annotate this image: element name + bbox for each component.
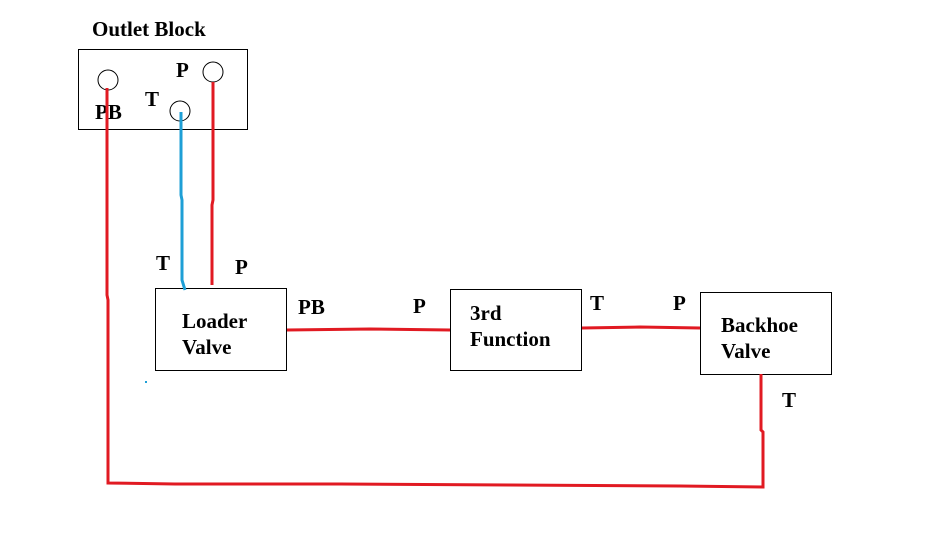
loader-valve-label-line1: Loader (182, 309, 247, 333)
powerbeyond-line-loader-to-third-function (286, 327, 451, 332)
outlet-label-p: P (176, 58, 189, 82)
third-function-in-p-label: P (413, 294, 426, 318)
third-function-valve: 3rd Function P T (413, 289, 604, 371)
loader-valve-out-pb-label: PB (298, 295, 325, 319)
backhoe-valve: Backhoe Valve P T (673, 291, 832, 412)
third-function-out-t-label: T (590, 291, 604, 315)
backhoe-valve-box (700, 292, 832, 375)
pressure-line-outlet-to-loader (210, 82, 215, 285)
outlet-label-t: T (145, 87, 159, 111)
loader-valve: Loader Valve T P PB (155, 251, 325, 371)
backhoe-valve-in-p-label: P (673, 291, 686, 315)
third-function-label-line2: Function (470, 327, 551, 351)
loader-valve-label-line2: Valve (182, 335, 231, 359)
stray-dot (145, 381, 147, 383)
line-third-function-to-backhoe (581, 325, 701, 330)
hydraulic-lines (105, 82, 765, 489)
loader-valve-in-p-label: P (235, 255, 248, 279)
tank-line-outlet-to-loader (179, 112, 187, 291)
backhoe-valve-label-line1: Backhoe (721, 313, 798, 337)
third-function-label-line1: 3rd (470, 301, 502, 325)
loader-valve-box (155, 288, 287, 371)
loader-valve-in-t-label: T (156, 251, 170, 275)
outlet-block-title: Outlet Block (92, 17, 206, 41)
third-function-box (450, 289, 582, 371)
backhoe-valve-out-t-label: T (782, 388, 796, 412)
outlet-block: Outlet Block PB P T (78, 17, 248, 130)
backhoe-valve-label-line2: Valve (721, 339, 770, 363)
return-line-backhoe-to-outlet (105, 88, 765, 489)
